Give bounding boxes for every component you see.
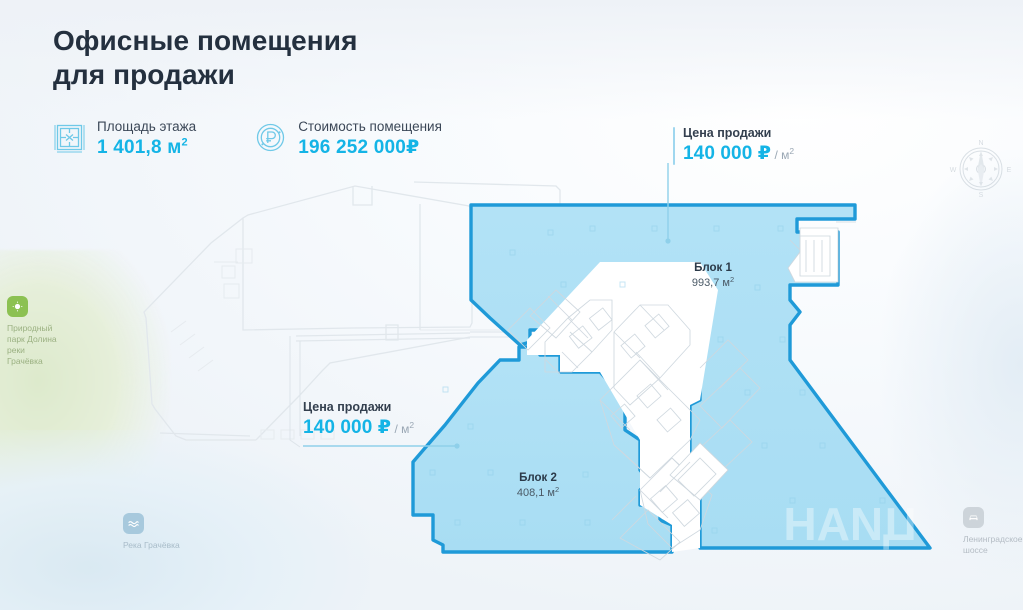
ruble-coin-icon bbox=[254, 121, 287, 154]
price-callout-block-2: Цена продажи 140 000 ₽ / м2 bbox=[303, 399, 414, 440]
building-core-detail bbox=[527, 262, 718, 552]
map-poi-park[interactable]: Природный парк Долина реки Грачёвка bbox=[7, 296, 57, 367]
map-poi-park-label: Природный парк Долина реки Грачёвка bbox=[7, 323, 57, 366]
leader-line-callout-2 bbox=[303, 443, 460, 449]
core-rooms bbox=[507, 289, 761, 561]
svg-text:993,7 м2: 993,7 м2 bbox=[692, 275, 734, 289]
svg-text:E: E bbox=[1007, 167, 1012, 174]
svg-text:Блок 2: Блок 2 bbox=[519, 472, 557, 484]
stat-total-price: Стоимость помещения 196 252 000₽ bbox=[254, 118, 442, 159]
ghost-building-details bbox=[170, 248, 500, 440]
stats-row: Площадь этажа 1 401,8 м2 Стоимость помещ… bbox=[53, 118, 442, 159]
ghost-corridor bbox=[289, 331, 510, 448]
map-poi-river-label: Река Грачёвка bbox=[123, 540, 180, 550]
svg-text:S: S bbox=[979, 192, 984, 199]
ghost-building-outlines bbox=[143, 181, 561, 441]
block-1-label-group: Блок 1 993,7 м2 bbox=[692, 262, 734, 289]
price-callout-2-value: 140 000 ₽ / м2 bbox=[303, 417, 415, 438]
map-poi-river[interactable]: Река Грачёвка bbox=[123, 513, 180, 551]
plan-tick-marks bbox=[429, 225, 886, 534]
stat-floor-area-value: 1 401,8 м2 bbox=[97, 136, 188, 158]
price-callout-1-value: 140 000 ₽ / м2 bbox=[683, 143, 795, 164]
page-title: Офисные помещения для продажи bbox=[53, 25, 358, 90]
car-icon bbox=[963, 507, 984, 528]
block-2-label-group: Блок 2 408,1 м2 bbox=[517, 472, 559, 499]
core-rooms-right-wing bbox=[787, 221, 856, 283]
stat-floor-area-label: Площадь этажа bbox=[97, 119, 197, 134]
stat-total-price-value: 196 252 000₽ bbox=[298, 137, 420, 158]
park-icon bbox=[7, 296, 28, 317]
price-callout-1-label: Цена продажи bbox=[683, 126, 772, 140]
water-icon bbox=[123, 513, 144, 534]
stat-floor-area: Площадь этажа 1 401,8 м2 bbox=[53, 118, 196, 159]
price-callout-2-label: Цена продажи bbox=[303, 400, 392, 414]
svg-text:W: W bbox=[950, 167, 957, 174]
stat-total-price-label: Стоимость помещения bbox=[298, 119, 442, 134]
price-callout-block-1: Цена продажи 140 000 ₽ / м2 bbox=[673, 125, 794, 166]
compass-rose: N S W E bbox=[948, 133, 1014, 199]
core-rooms-lower-right bbox=[659, 442, 729, 501]
map-poi-road[interactable]: Ленинградское шоссе bbox=[963, 507, 1022, 556]
map-poi-road-label: Ленинградское шоссе bbox=[963, 534, 1023, 555]
floor-plan-icon bbox=[53, 121, 86, 154]
svg-text:N: N bbox=[978, 140, 983, 147]
watermark-text: ЦИАН bbox=[783, 498, 916, 550]
leader-line-callout-1 bbox=[665, 163, 671, 244]
svg-text:408,1 м2: 408,1 м2 bbox=[517, 485, 559, 499]
map-river-area bbox=[0, 430, 370, 610]
map-water-area-right bbox=[880, 150, 1023, 580]
map-top-gradient bbox=[0, 0, 1023, 120]
svg-text:Блок 1: Блок 1 bbox=[694, 262, 732, 274]
